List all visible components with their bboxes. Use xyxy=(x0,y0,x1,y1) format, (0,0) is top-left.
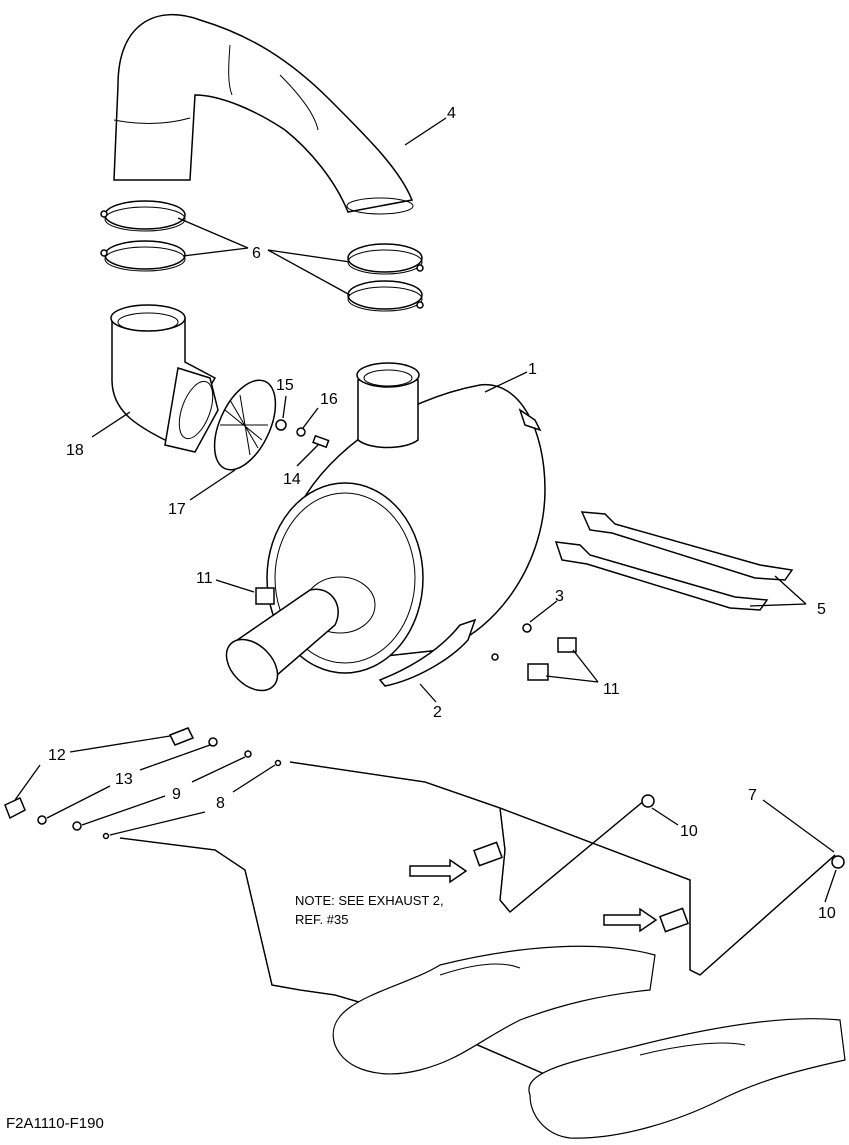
clip-hardware xyxy=(255,587,577,681)
callout-12: 12 xyxy=(48,747,66,764)
callout-2: 2 xyxy=(433,704,442,721)
callout-10-lower: 10 xyxy=(818,905,836,922)
callout-6: 6 xyxy=(252,245,261,262)
leader-lines xyxy=(14,117,837,903)
screen-part-17 xyxy=(213,379,277,471)
fittings xyxy=(4,727,282,840)
callout-10-upper: 10 xyxy=(680,823,698,840)
strap-part-5 xyxy=(554,511,794,611)
arrow-lower xyxy=(603,907,658,933)
callout-8: 8 xyxy=(216,795,225,812)
clip-part-11c xyxy=(255,587,275,605)
support-part-2 xyxy=(378,618,477,687)
nut-part-15 xyxy=(275,419,287,431)
callout-17: 17 xyxy=(168,501,186,518)
arrow-upper xyxy=(409,858,468,884)
exhaust-manifold-outline xyxy=(332,945,846,1139)
air-cleaner-part-1 xyxy=(225,362,546,692)
callout-4: 4 xyxy=(447,105,456,122)
bolt-part-14 xyxy=(312,434,330,449)
hardware-parts xyxy=(275,419,330,449)
callout-11-right: 11 xyxy=(603,681,620,698)
note-line-1: NOTE: SEE EXHAUST 2, xyxy=(295,893,444,908)
callout-16: 16 xyxy=(320,391,338,408)
clip-part-11b xyxy=(527,663,549,681)
clip-part-11a xyxy=(557,637,577,653)
callout-11-left: 11 xyxy=(196,570,213,587)
callout-14: 14 xyxy=(283,471,301,488)
callout-7: 7 xyxy=(748,787,757,804)
callout-1: 1 xyxy=(528,361,537,378)
hose-clamp-part-6 xyxy=(100,200,424,312)
adapter-elbow-part-18 xyxy=(110,304,219,453)
callout-3: 3 xyxy=(555,588,564,605)
direction-arrows xyxy=(409,858,658,933)
figure-id: F2A1110-F190 xyxy=(6,1115,104,1132)
screw-part-3 xyxy=(522,623,532,633)
washer-part-16 xyxy=(296,427,306,437)
callout-15: 15 xyxy=(276,377,294,394)
callouts: 4 6 1 15 16 18 14 17 11 3 5 11 2 12 13 9… xyxy=(48,105,836,922)
callout-13: 13 xyxy=(115,771,133,788)
callout-18: 18 xyxy=(66,442,84,459)
elbow-duct-part-4 xyxy=(113,13,414,215)
callout-5: 5 xyxy=(817,601,826,618)
note-line-2: REF. #35 xyxy=(295,912,348,927)
fitting-part-12-lower xyxy=(4,796,26,820)
fitting-part-12-upper xyxy=(168,727,195,746)
exhaust-note: NOTE: SEE EXHAUST 2, REF. #35 xyxy=(295,893,444,927)
callout-9: 9 xyxy=(172,786,181,803)
